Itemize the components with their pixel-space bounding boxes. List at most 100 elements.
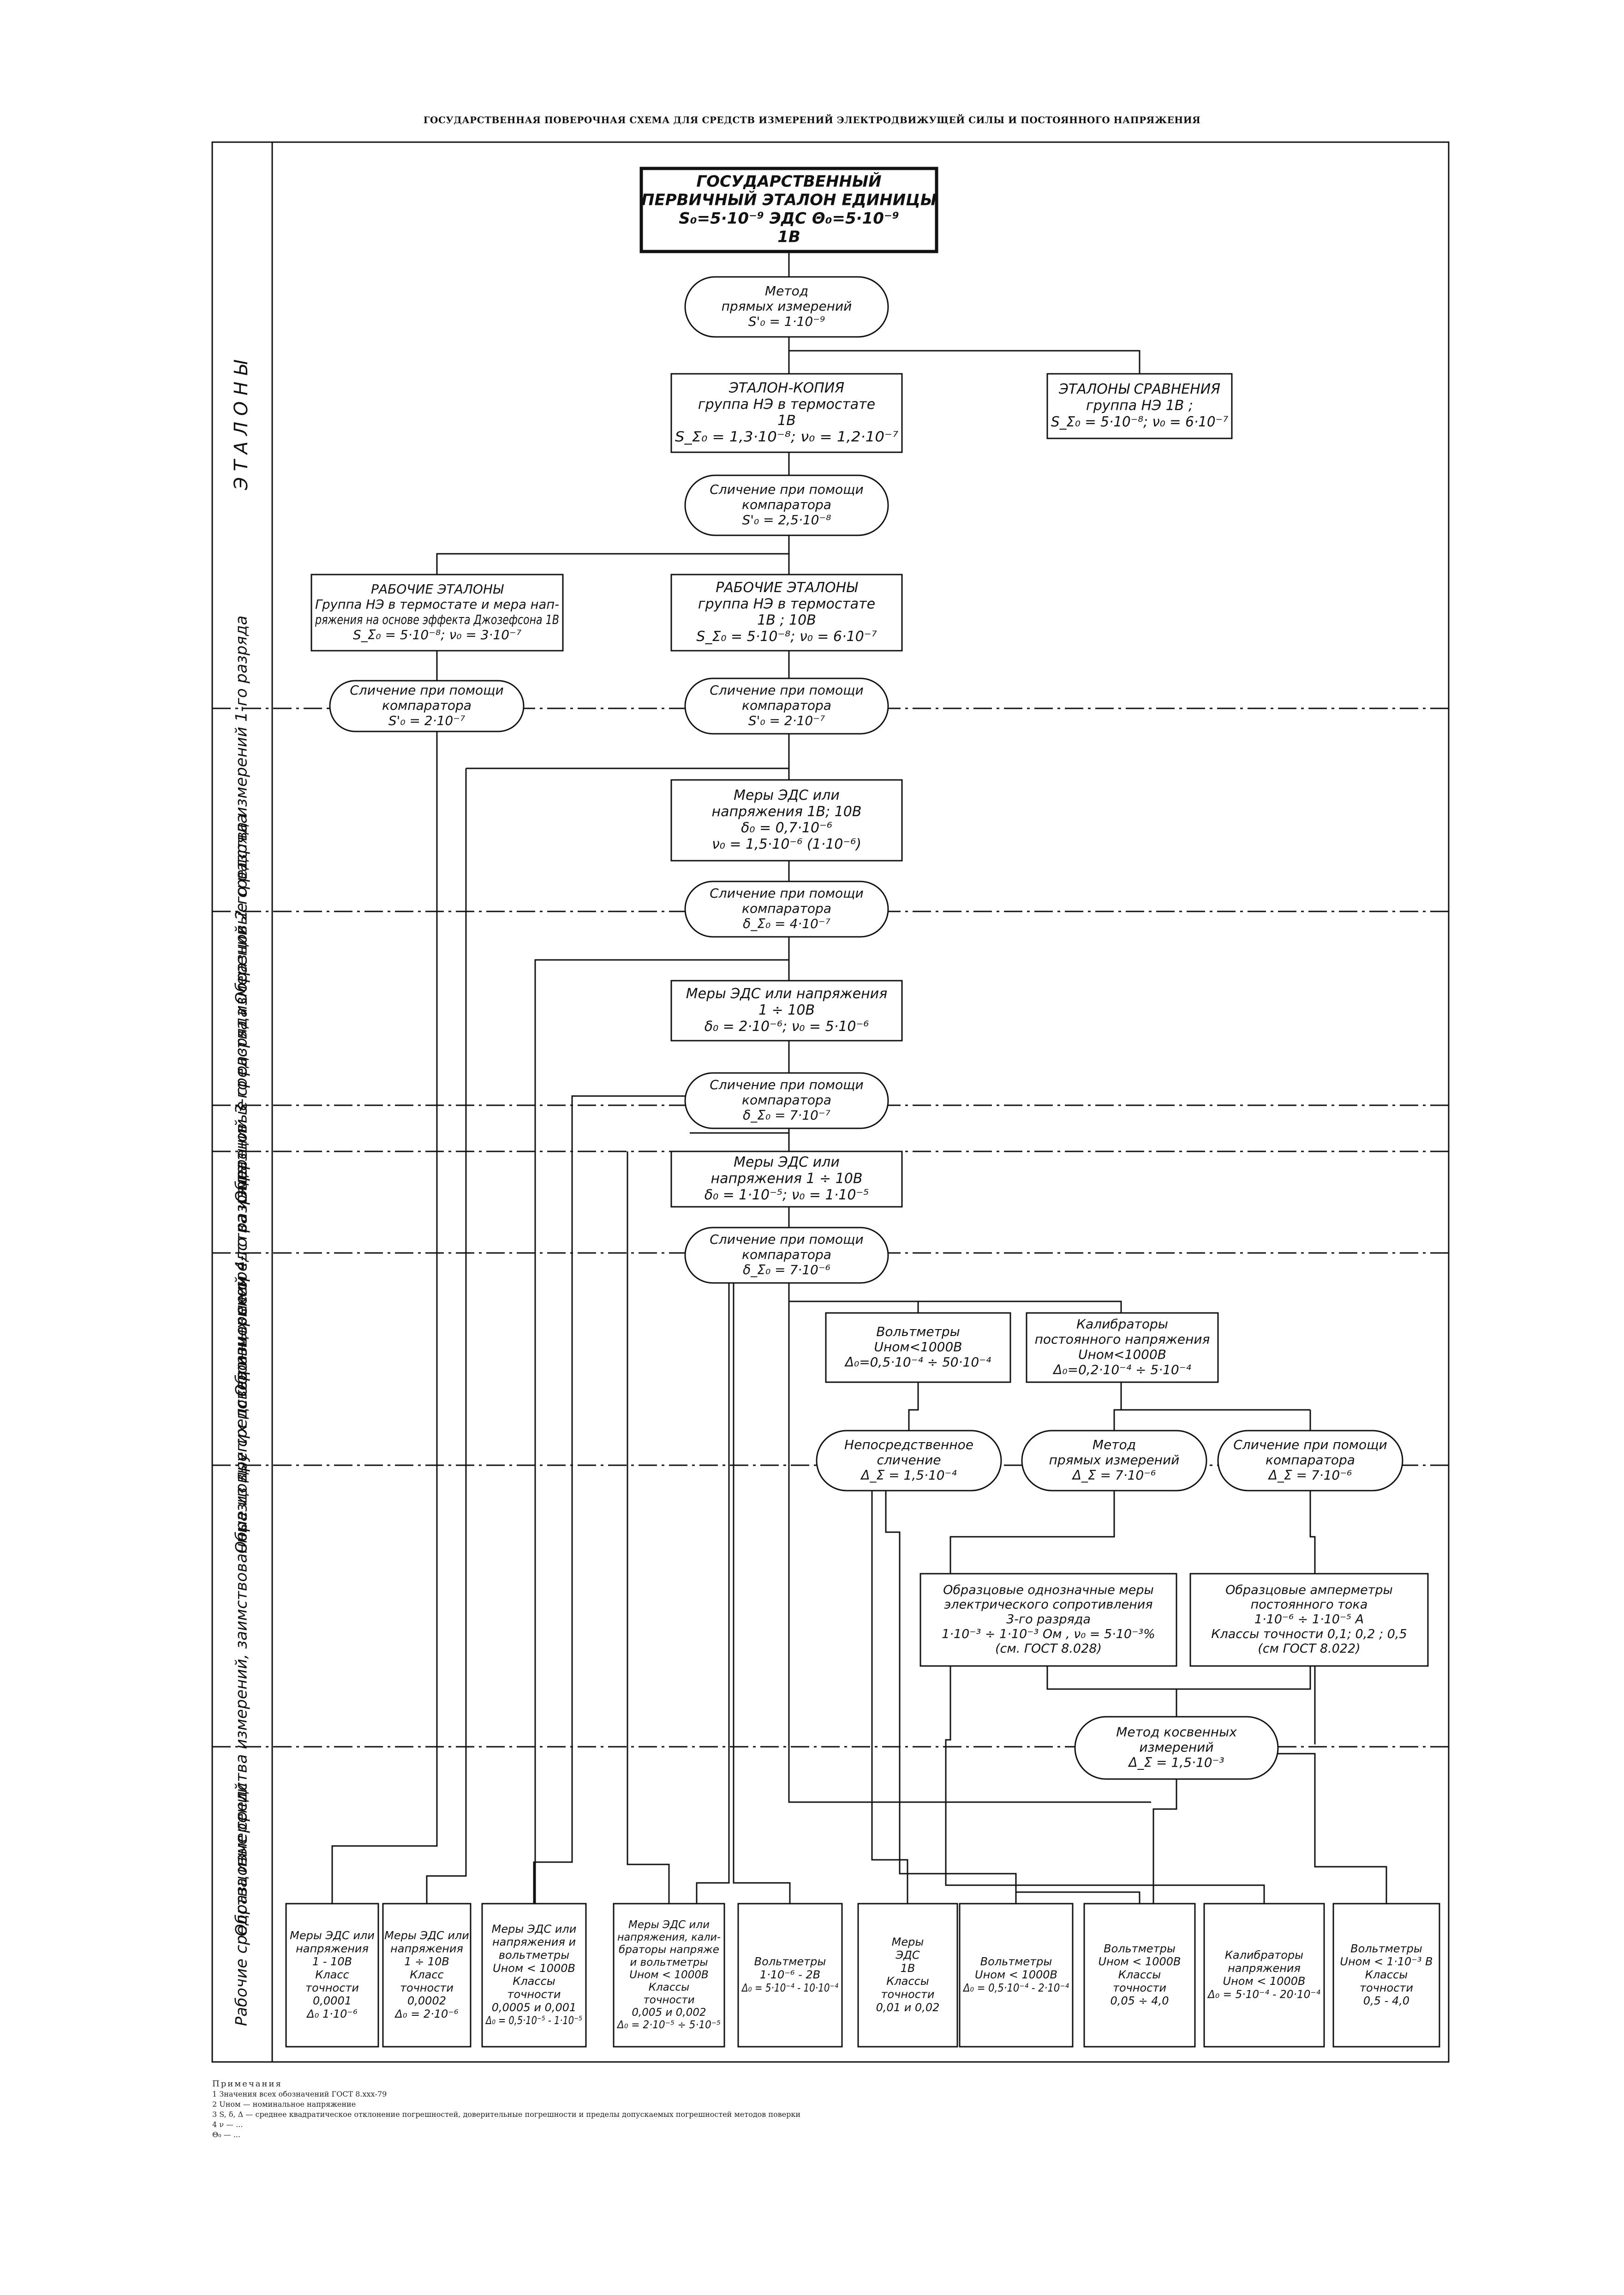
node-text-line: Δ_Σ = 1,5·10⁻⁴ xyxy=(860,1468,956,1483)
node-text-line: сличение xyxy=(877,1452,941,1468)
node-text-line: напряжения и xyxy=(492,1935,576,1948)
node-text-line: S'₀ = 2·10⁻⁷ xyxy=(388,713,466,728)
node-text-line: Вольтметры xyxy=(754,1955,826,1968)
notes: Примечания 1 Значения всех обозначений Г… xyxy=(212,2079,1320,2140)
node-text-line: 0,0002 xyxy=(407,1995,446,2007)
node-text-line: Меры ЭДС или xyxy=(734,1154,840,1170)
note-line: 2 Uном — номинальное напряжение xyxy=(212,2100,356,2109)
node-text-line: ν₀ = 1,5·10⁻⁶ (1·10⁻⁶) xyxy=(712,836,861,852)
node-text-line: 1В ; 10В xyxy=(757,612,816,629)
node-box xyxy=(670,574,903,652)
node-text-line: S₀=5·10⁻⁹ ЭДС Θ₀=5·10⁻⁹ xyxy=(679,210,899,228)
node-text-line: Δ₀ = 0,5·10⁻⁴ - 2·10⁻⁴ xyxy=(962,1981,1069,1994)
section-label: Образцовые средства измерений 2-го разря… xyxy=(233,814,251,1203)
node-box xyxy=(857,1903,958,2048)
node-text-line: 0,0001 xyxy=(313,1995,352,2007)
section-label: Э Т А Л О Н Ы xyxy=(231,360,252,491)
node-text-line: Метод xyxy=(1093,1437,1136,1452)
node-box xyxy=(1026,1312,1219,1383)
node-text-line: Сличение при помощи xyxy=(710,1232,863,1247)
node-text-line: Uном < 1000В xyxy=(493,1962,575,1975)
node-text-line: 1В xyxy=(901,1962,915,1975)
node-text-line: компаратора xyxy=(742,497,831,512)
node-text-line: S_Σ₀ = 5·10⁻⁸; ν₀ = 6·10⁻⁷ xyxy=(1051,414,1228,430)
node-text-line: Калибраторы xyxy=(1076,1316,1168,1331)
connector-line xyxy=(908,1382,919,1431)
node-box xyxy=(670,980,903,1042)
node-text-line: точности xyxy=(400,1981,454,1994)
node-box xyxy=(481,1903,587,2048)
node-text-line: Классы xyxy=(1118,1968,1161,1981)
node-text-line: Меры ЭДС или xyxy=(492,1923,577,1935)
node-text-line: Uном<1000В xyxy=(874,1339,962,1354)
node-text-line: δ₀ = 0,7·10⁻⁶ xyxy=(741,820,832,836)
node-box xyxy=(382,1903,472,2048)
node-text-line: S_Σ₀ = 5·10⁻⁸; ν₀ = 3·10⁻⁷ xyxy=(353,627,522,642)
node-text-line: 1 ÷ 10В xyxy=(758,1002,815,1019)
node-text-line: Сличение при помощи xyxy=(350,683,503,698)
node-text-line: Сличение при помощи xyxy=(710,886,863,901)
node-text-line: δ_Σ₀ = 7·10⁻⁷ xyxy=(743,1108,830,1123)
node-text-line: δ_Σ₀ = 4·10⁻⁷ xyxy=(743,916,830,931)
node-text-line: 1·10⁻⁶ ÷ 1·10⁻⁵ А xyxy=(1254,1612,1364,1627)
node-text-line: Калибраторы xyxy=(1225,1949,1303,1962)
node-text-line: группа НЭ в термостате xyxy=(698,596,875,612)
node-text-line: Меры xyxy=(892,1935,924,1948)
node-box xyxy=(310,574,564,652)
connector-line xyxy=(733,1278,791,1904)
section-label: Образцовые средства измерений 3-го разря… xyxy=(233,1008,251,1396)
connector-line xyxy=(627,1151,670,1904)
node-oval xyxy=(1074,1716,1279,1780)
node-text-line: компаратора xyxy=(382,698,472,713)
node-text-line: вольтметры xyxy=(499,1949,569,1962)
node-text-line: постоянного напряжения xyxy=(1035,1331,1210,1347)
node-oval xyxy=(1021,1430,1207,1492)
node-text-line: группа НЭ 1В ; xyxy=(1086,398,1193,414)
node-text-line: точности xyxy=(881,1988,935,2001)
node-text-line: 3-го разряда xyxy=(1006,1612,1091,1627)
node-box xyxy=(1046,373,1233,439)
node-text-line: Δ_Σ = 7·10⁻⁶ xyxy=(1072,1468,1156,1483)
node-text-line: напряжения xyxy=(390,1942,463,1955)
node-text-line: Меры ЭДС или напряжения xyxy=(686,986,888,1002)
node-oval xyxy=(684,276,889,338)
node-text-line: ЭТАЛОН-КОПИЯ xyxy=(728,380,844,396)
node-text-line: S'₀ = 2,5·10⁻⁸ xyxy=(742,512,831,527)
node-text-line: Меры ЭДС или xyxy=(290,1929,375,1942)
node-text-line: Δ₀=0,5·10⁻⁴ ÷ 50·10⁻⁴ xyxy=(844,1354,991,1370)
connector-line xyxy=(788,1283,1122,1313)
node-text-line: Класс xyxy=(410,1968,443,1981)
node-box xyxy=(613,1903,725,2048)
node-text-line: Δ₀ = 5·10⁻⁴ - 20·10⁻⁴ xyxy=(1207,1988,1320,2001)
node-text-line: Класс xyxy=(315,1968,349,1981)
node-text-line: напряжения, кали- xyxy=(617,1931,721,1943)
node-oval xyxy=(684,677,889,735)
node-box xyxy=(737,1903,843,2048)
connector-line xyxy=(533,1095,789,1904)
node-text-line: напряжения xyxy=(1228,1962,1301,1975)
node-text-line: 0,05 ÷ 4,0 xyxy=(1111,1995,1169,2007)
node-oval xyxy=(329,680,525,732)
node-text-line: S_Σ₀ = 5·10⁻⁸; ν₀ = 6·10⁻⁷ xyxy=(696,629,877,645)
node-text-line: Δ₀=0,2·10⁻⁴ ÷ 5·10⁻⁴ xyxy=(1052,1362,1191,1378)
node-text-line: группа НЭ в термостате xyxy=(698,396,875,413)
node-text-line: 1В xyxy=(777,228,800,246)
node-text-line: Меры ЭДС или xyxy=(384,1929,469,1942)
connector-line xyxy=(1152,1779,1177,1904)
note-line: 3 S, δ, Δ — среднее квадратическое откло… xyxy=(212,2110,801,2119)
node-text-line: (см ГОСТ 8.022) xyxy=(1258,1642,1360,1656)
node-text-line: Классы xyxy=(1365,1968,1408,1981)
node-text-line: 1·10⁻⁶ - 2В xyxy=(760,1968,820,1981)
node-text-line: Сличение при помощи xyxy=(710,683,863,698)
node-box xyxy=(1203,1903,1325,2048)
node-text-line: 1В xyxy=(777,413,796,429)
